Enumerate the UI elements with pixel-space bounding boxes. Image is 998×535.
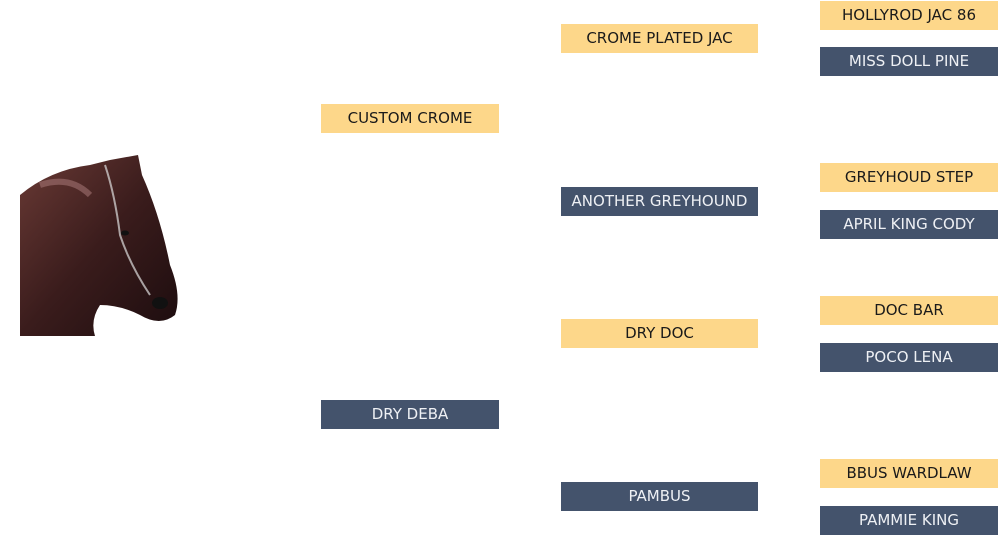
great-grandparent-5[interactable]: DOC BAR xyxy=(820,296,998,325)
great-grandparent-6[interactable]: POCO LENA xyxy=(820,343,998,372)
grandparent-2[interactable]: ANOTHER GREYHOUND xyxy=(561,187,758,216)
great-grandparent-2[interactable]: MISS DOLL PINE xyxy=(820,47,998,76)
horse-photo xyxy=(20,155,178,336)
great-grandparent-4[interactable]: APRIL KING CODY xyxy=(820,210,998,239)
parent-sire[interactable]: CUSTOM CROME xyxy=(321,104,499,133)
great-grandparent-3[interactable]: GREYHOUD STEP xyxy=(820,163,998,192)
parent-dam[interactable]: DRY DEBA xyxy=(321,400,499,429)
great-grandparent-8[interactable]: PAMMIE KING xyxy=(820,506,998,535)
great-grandparent-7[interactable]: BBUS WARDLAW xyxy=(820,459,998,488)
grandparent-4[interactable]: PAMBUS xyxy=(561,482,758,511)
grandparent-3[interactable]: DRY DOC xyxy=(561,319,758,348)
grandparent-1[interactable]: CROME PLATED JAC xyxy=(561,24,758,53)
great-grandparent-1[interactable]: HOLLYROD JAC 86 xyxy=(820,1,998,30)
